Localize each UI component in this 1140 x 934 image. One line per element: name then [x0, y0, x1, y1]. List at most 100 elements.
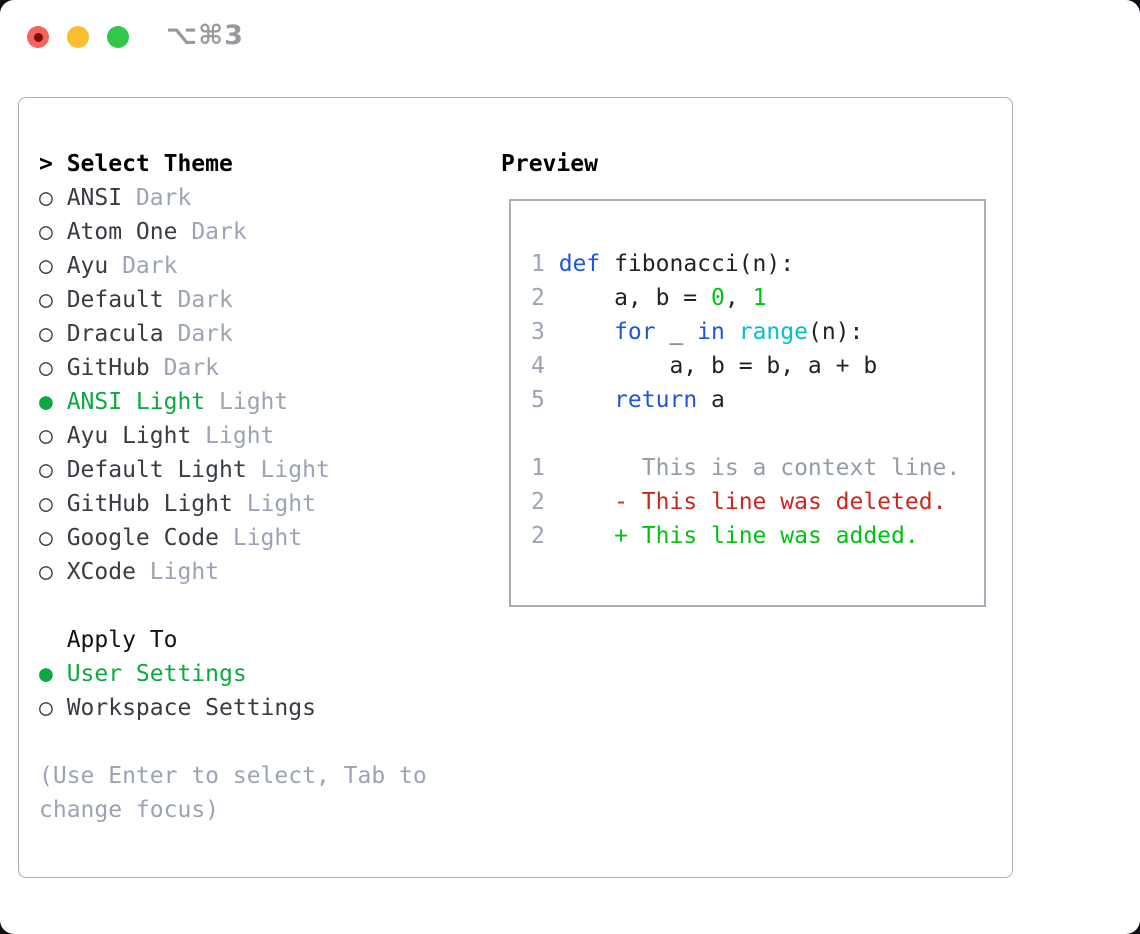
- radio-selected-icon: ●: [39, 661, 53, 687]
- code-segment-context: This is a context line.: [558, 455, 961, 481]
- apply-option-label: User Settings: [66, 661, 247, 687]
- theme-name: Default Light: [66, 457, 247, 483]
- theme-variant-tag: Dark: [163, 287, 233, 313]
- code-line: 2 + This line was added.: [531, 519, 984, 553]
- apply-option-user-settings[interactable]: ● User Settings: [39, 657, 489, 691]
- theme-variant-tag: Light: [232, 491, 316, 517]
- theme-variant-tag: Light: [205, 389, 289, 415]
- radio-unselected-icon: ○: [39, 525, 53, 551]
- code-segment-keyword: in: [697, 319, 725, 345]
- code-segment-code: [559, 489, 614, 515]
- radio-unselected-icon: ○: [39, 457, 53, 483]
- code-segment-number: 0: [711, 285, 725, 311]
- line-number: 3: [531, 319, 545, 345]
- code-segment-code: a, b = b, a + b: [558, 353, 878, 379]
- radio-unselected-icon: ○: [39, 423, 53, 449]
- help-text: (Use Enter to select, Tab to change focu…: [39, 763, 427, 823]
- code-segment-number: 1: [752, 285, 767, 311]
- code-segment-code: (n):: [807, 319, 864, 345]
- theme-variant-tag: Light: [246, 457, 330, 483]
- theme-variant-tag: Light: [219, 525, 303, 551]
- code-segment-keyword: for: [614, 319, 656, 345]
- code-segment-code: [559, 387, 614, 413]
- theme-variant-tag: Dark: [163, 321, 233, 347]
- code-line: 1 def fibonacci(n):: [531, 247, 984, 281]
- prompt-icon: >: [39, 151, 53, 177]
- theme-name: GitHub Light: [66, 491, 233, 517]
- code-line: 2 - This line was deleted.: [531, 485, 984, 519]
- theme-name: Google Code: [66, 525, 220, 551]
- radio-unselected-icon: ○: [39, 355, 53, 381]
- theme-option-google-code[interactable]: ○ Google Code Light: [39, 521, 489, 555]
- radio-unselected-icon: ○: [39, 287, 53, 313]
- code-segment-code: _: [655, 319, 698, 345]
- theme-variant-tag: Dark: [177, 219, 247, 245]
- zoom-button[interactable]: [107, 26, 129, 48]
- apply-option-workspace-settings[interactable]: ○Workspace Settings: [39, 691, 489, 725]
- theme-name: Ayu: [66, 253, 109, 279]
- minimize-button[interactable]: [67, 26, 89, 48]
- theme-name: ANSI: [66, 185, 123, 211]
- radio-unselected-icon: ○: [39, 559, 53, 585]
- theme-name: XCode: [66, 559, 136, 585]
- theme-list-column: >Select Theme ○ANSI Dark○Atom One Dark○A…: [39, 147, 489, 827]
- radio-selected-icon: ●: [39, 389, 53, 415]
- code-segment-code: a: [697, 387, 725, 413]
- radio-unselected-icon: ○: [39, 185, 53, 211]
- code-segment-code: [725, 319, 739, 345]
- theme-option-ansi[interactable]: ○ ANSI Dark: [39, 181, 489, 215]
- theme-option-ayu[interactable]: ○ Ayu Dark: [39, 249, 489, 283]
- spacer: [39, 725, 489, 759]
- code-segment-code: [559, 319, 614, 345]
- theme-name: Dracula: [66, 321, 164, 347]
- apply-to-list: ● User Settings ○Workspace Settings: [39, 657, 489, 725]
- theme-option-default-light[interactable]: ○ Default Light Light: [39, 453, 489, 487]
- theme-variant-tag: Dark: [122, 185, 192, 211]
- code-segment-keyword: return: [614, 387, 698, 413]
- code-line: 1 This is a context line.: [531, 451, 984, 485]
- radio-unselected-icon: ○: [39, 695, 53, 721]
- theme-option-github[interactable]: ○GitHub Dark: [39, 351, 489, 385]
- close-button[interactable]: [27, 26, 49, 48]
- code-line: 3 for _ in range(n):: [531, 315, 984, 349]
- code-segment-added: + This line was added.: [614, 523, 919, 549]
- theme-name: Default: [66, 287, 164, 313]
- keyboard-shortcut-label: ⌥⌘3: [166, 20, 244, 51]
- theme-option-atom-one[interactable]: ○Atom One Dark: [39, 215, 489, 249]
- line-number: 2: [531, 285, 545, 311]
- code-line: 5 return a: [531, 383, 984, 417]
- theme-list: ○ANSI Dark○Atom One Dark○Ayu Dark○Defaul…: [39, 181, 489, 589]
- code-segment-keyword: def: [558, 251, 601, 277]
- theme-variant-tag: Light: [191, 423, 275, 449]
- code-segment-code: fibonacci(n):: [600, 251, 795, 277]
- code-line: 2 a, b = 0, 1: [531, 281, 984, 315]
- theme-option-xcode[interactable]: ○ XCode Light: [39, 555, 489, 589]
- select-theme-title: Select Theme: [66, 151, 233, 177]
- line-number: 2: [531, 523, 545, 549]
- line-number: 1: [531, 251, 545, 277]
- line-number: 2: [531, 489, 545, 515]
- theme-option-github-light[interactable]: ○ GitHub Light Light: [39, 487, 489, 521]
- theme-option-ansi-light[interactable]: ● ANSI Light Light: [39, 385, 489, 419]
- theme-option-dracula[interactable]: ○Dracula Dark: [39, 317, 489, 351]
- code-segment-code: [559, 523, 614, 549]
- select-theme-header: > Select Theme: [39, 147, 489, 181]
- code-line: 4 a, b = b, a + b: [531, 349, 984, 383]
- theme-name: ANSI Light: [66, 389, 206, 415]
- theme-variant-tag: Light: [135, 559, 220, 585]
- line-number: 1: [531, 455, 545, 481]
- radio-unselected-icon: ○: [39, 219, 53, 245]
- radio-unselected-icon: ○: [39, 491, 53, 517]
- theme-variant-tag: Dark: [108, 253, 178, 279]
- theme-option-default[interactable]: ○ Default Dark: [39, 283, 489, 317]
- theme-picker-panel: >Select Theme ○ANSI Dark○Atom One Dark○A…: [18, 97, 1013, 878]
- apply-to-title: Apply To: [66, 627, 178, 653]
- radio-unselected-icon: ○: [39, 253, 53, 279]
- code-segment-deleted: - This line was deleted.: [614, 489, 947, 515]
- theme-variant-tag: Dark: [149, 355, 220, 381]
- theme-option-ayu-light[interactable]: ○Ayu Light Light: [39, 419, 489, 453]
